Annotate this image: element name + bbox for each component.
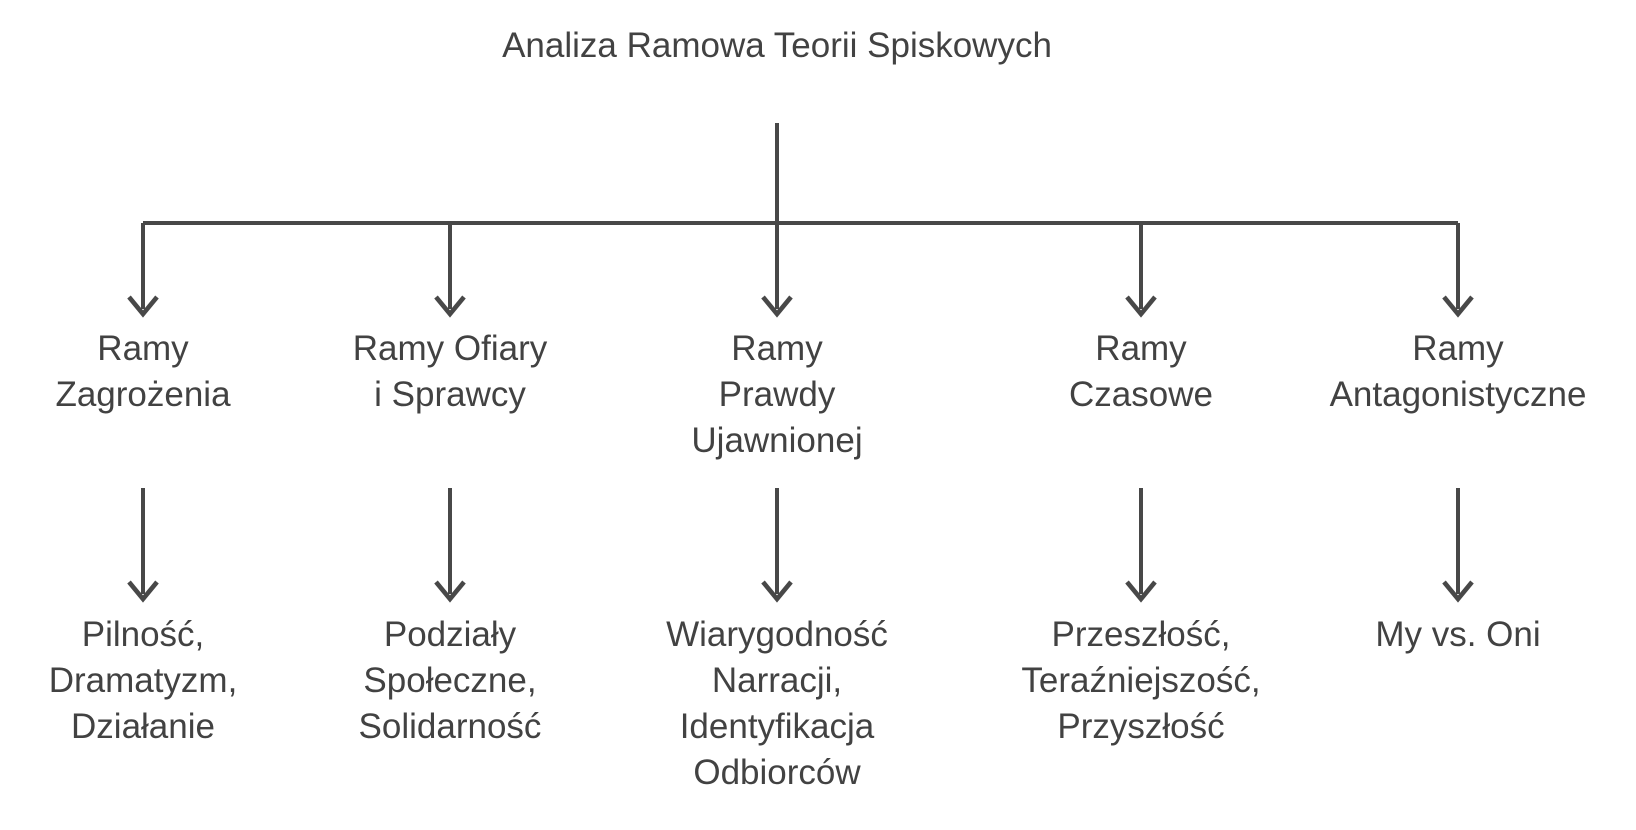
leaf-label-zagrozenia-details: Pilność, Dramatyzm, Działanie (48, 615, 238, 746)
leaf-label-prawdy-details: Wiarygodność Narracji, Identyfikacja Odb… (666, 615, 888, 792)
chevron-down-icon (1442, 580, 1474, 603)
branch-label-ramy-antagonistyczne: Ramy Antagonistyczne (1329, 329, 1587, 414)
branch-label-ramy-zagrozenia: Ramy Zagrożenia (55, 329, 231, 414)
branch-label-ramy-czasowe: Ramy Czasowe (1069, 329, 1213, 414)
diagram-title: Analiza Ramowa Teorii Spiskowych (502, 26, 1052, 65)
branch-label-ramy-ofiary-i-sprawcy: Ramy Ofiary i Sprawcy (352, 329, 548, 414)
branch-label-ramy-prawdy-ujawnionej: Ramy Prawdy Ujawnionej (691, 329, 863, 460)
chevron-down-icon (1125, 295, 1157, 318)
chevron-down-icon (761, 295, 793, 318)
leaf-label-antagonistyczne-details: My vs. Oni (1375, 615, 1541, 654)
chevron-down-icon (434, 295, 466, 318)
chevron-down-icon (127, 580, 159, 603)
chevron-down-icon (1125, 580, 1157, 603)
chevron-down-icon (127, 295, 159, 318)
leaf-label-ofiary-sprawcy-details: Podziały Społeczne, Solidarność (358, 615, 542, 746)
chevron-down-icon (434, 580, 466, 603)
chevron-down-icon (1442, 295, 1474, 318)
chevron-down-icon (761, 580, 793, 603)
leaf-label-czasowe-details: Przeszłość, Teraźniejszość, Przyszłość (1021, 615, 1261, 746)
